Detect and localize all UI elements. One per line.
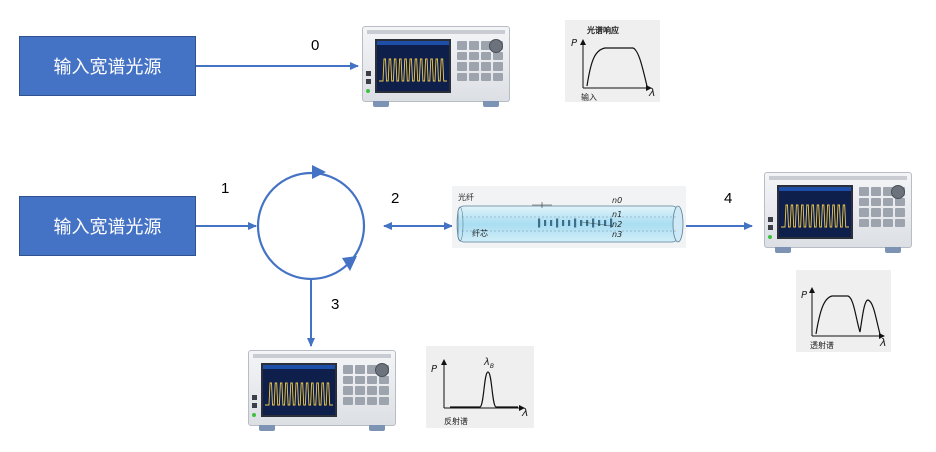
source-box-bottom: 输入宽谱光源 <box>19 196 196 256</box>
reflect-spectrum-peak-label: λB <box>484 357 495 370</box>
grating-line <box>550 220 553 226</box>
grating-line <box>598 220 601 226</box>
transmit-spectrum-caption: 透射谱 <box>810 341 834 350</box>
osa-screen <box>261 363 337 417</box>
osa-screen <box>777 185 853 239</box>
fiber-core-label: 纤芯 <box>472 229 488 238</box>
grating-line <box>562 220 565 226</box>
port-label-3: 3 <box>331 296 340 313</box>
osa-instrument-bottom <box>248 350 396 431</box>
grating-line <box>538 218 541 228</box>
fiber-index-n2: n2 <box>612 220 623 229</box>
input-spectrum-title: 光谱响应 <box>587 26 619 35</box>
grating-line <box>568 220 571 226</box>
circulator <box>256 171 366 281</box>
source-label-bottom: 输入宽谱光源 <box>53 217 162 238</box>
fiber-index-n1: n1 <box>612 210 623 219</box>
reflect-spectrum-y-axis: P <box>431 364 438 375</box>
grating-line <box>556 218 559 228</box>
port-label-1: 1 <box>221 180 230 197</box>
grating-line <box>544 220 547 226</box>
circulator-arrow-top <box>312 165 326 179</box>
spectrum-card-reflect: P λB λ 反射谱 <box>426 346 534 428</box>
transmit-spectrum-curve <box>815 295 881 335</box>
reflect-spectrum-curve <box>450 371 518 408</box>
port-label-0: 0 <box>311 37 320 54</box>
osa-screen <box>375 39 451 93</box>
fiber-index-n3: n3 <box>612 230 623 239</box>
grating-line <box>574 218 577 228</box>
input-spectrum-curve <box>586 47 648 87</box>
transmit-spectrum-x-axis: λ <box>880 336 887 349</box>
input-spectrum-x-axis: λ <box>649 86 656 99</box>
bragg-grating <box>538 218 613 228</box>
circulator-arrow-right <box>342 256 357 271</box>
grating-line <box>580 220 583 226</box>
source-box-top: 输入宽谱光源 <box>19 36 196 96</box>
osa-instrument-right <box>764 172 912 253</box>
grating-line <box>592 218 595 228</box>
transmit-spectrum-y-axis: P <box>801 290 808 301</box>
fiber-panel: 光纤 纤芯 n0 n1 n2 n3 <box>452 186 686 248</box>
port-label-2: 2 <box>391 190 400 207</box>
source-label-top: 输入宽谱光源 <box>53 57 162 78</box>
input-spectrum-caption: 输入 <box>581 93 597 102</box>
grating-line <box>604 220 607 226</box>
grating-line <box>610 218 613 228</box>
osa-instrument-top <box>362 26 510 107</box>
reflect-spectrum-x-axis: λ <box>522 406 529 419</box>
spectrum-card-input: 光谱响应 P λ 输入 <box>565 20 660 102</box>
fiber-index-n0: n0 <box>612 196 623 205</box>
port-label-4: 4 <box>724 190 733 207</box>
grating-line <box>586 220 589 226</box>
fiber-label: 光纤 <box>458 193 474 202</box>
spectrum-card-transmit: P λ 透射谱 <box>796 270 891 352</box>
input-spectrum-y-axis: P <box>571 38 578 49</box>
reflect-spectrum-caption: 反射谱 <box>444 417 468 426</box>
